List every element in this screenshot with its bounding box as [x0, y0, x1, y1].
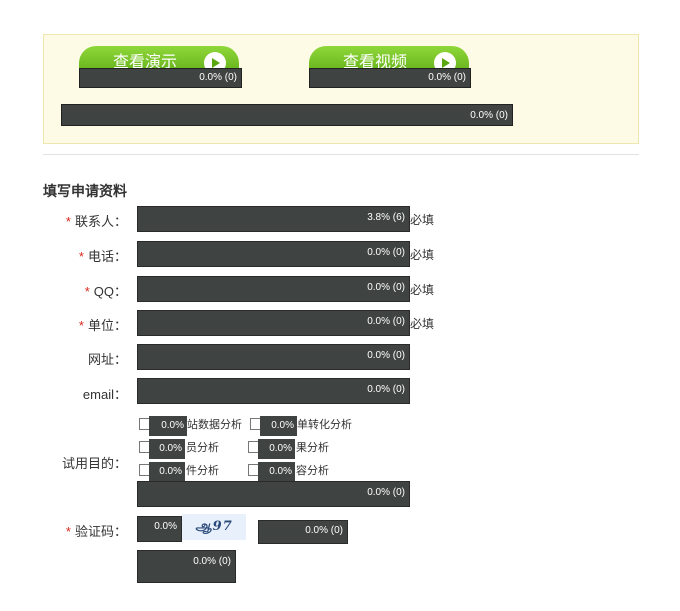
purpose-option-label: 员分析 — [186, 442, 219, 454]
required-mark: * — [78, 249, 84, 264]
qq-input[interactable]: 0.0% (0) — [137, 276, 410, 302]
purpose-label: 试用目的： — [61, 456, 127, 471]
website-input[interactable]: 0.0% (0) — [137, 344, 410, 370]
phone-input[interactable]: 0.0% (0) — [137, 241, 410, 267]
required-hint: 必填 — [410, 317, 435, 331]
purpose-option-label: 单转化分析 — [297, 419, 352, 431]
purpose-stat: 0.0% — [149, 462, 185, 482]
required-mark: * — [78, 318, 84, 333]
qq-label: *QQ： — [84, 284, 127, 299]
captcha-label: *验证码： — [65, 524, 127, 539]
other-purpose-input[interactable]: 0.0% (0) — [137, 481, 410, 507]
phone-stat: 0.0% (0) — [367, 247, 405, 258]
company-stat: 0.0% (0) — [367, 316, 405, 327]
refresh-captcha-stat: 0.0% (0) — [305, 525, 343, 536]
required-mark: * — [65, 524, 71, 539]
purpose-option-label: 果分析 — [296, 442, 329, 454]
purpose-stat: 0.0% — [149, 416, 187, 436]
purpose-option-label: 容分析 — [296, 465, 329, 477]
purpose-stat: 0.0% — [258, 462, 295, 482]
submit-button[interactable]: 0.0% (0) — [137, 550, 236, 583]
company-input[interactable]: 0.0% (0) — [137, 310, 410, 336]
captcha-input[interactable]: 0.0% — [137, 516, 182, 542]
captcha-image[interactable]: ஆ97 — [182, 514, 246, 540]
purpose-option-label: 件分析 — [186, 465, 219, 477]
captcha-input-stat: 0.0% — [154, 521, 177, 532]
required-hint: 必填 — [410, 213, 435, 227]
required-mark: * — [84, 284, 90, 299]
view-demo-label: 查看演示 — [113, 54, 178, 71]
website-stat: 0.0% (0) — [367, 350, 405, 361]
purpose-stat: 0.0% — [149, 439, 185, 459]
notice-stat: 0.0% (0) — [470, 110, 508, 121]
website-label: 网址： — [87, 352, 127, 367]
demo-stat: 0.0% (0) — [199, 72, 237, 83]
email-stat: 0.0% (0) — [367, 384, 405, 395]
form-title: 填写申请资料 — [43, 183, 127, 199]
notice-overlay: 0.0% (0) — [61, 104, 513, 126]
contact-stat: 3.8% (6) — [367, 212, 405, 223]
demo-overlay: 0.0% (0) — [79, 68, 242, 88]
phone-label: *电话： — [78, 249, 127, 264]
purpose-stat: 0.0% — [258, 439, 295, 459]
email-input[interactable]: 0.0% (0) — [137, 378, 410, 404]
company-label: *单位： — [78, 318, 127, 333]
other-purpose-stat: 0.0% (0) — [367, 487, 405, 498]
email-label: email： — [82, 387, 127, 402]
qq-stat: 0.0% (0) — [367, 282, 405, 293]
contact-input[interactable]: 3.8% (6) — [137, 206, 410, 232]
purpose-stat: 0.0% — [260, 416, 297, 436]
video-overlay: 0.0% (0) — [309, 68, 471, 88]
contact-label: *联系人： — [65, 214, 127, 229]
required-mark: * — [65, 214, 71, 229]
purpose-option-label: 站数据分析 — [187, 419, 242, 431]
divider — [43, 154, 639, 155]
view-video-label: 查看视频 — [343, 54, 408, 71]
required-hint: 必填 — [410, 283, 435, 297]
video-stat: 0.0% (0) — [428, 72, 466, 83]
required-hint: 必填 — [410, 248, 435, 262]
submit-stat: 0.0% (0) — [193, 556, 231, 567]
refresh-captcha-link[interactable]: 0.0% (0) — [258, 520, 348, 544]
